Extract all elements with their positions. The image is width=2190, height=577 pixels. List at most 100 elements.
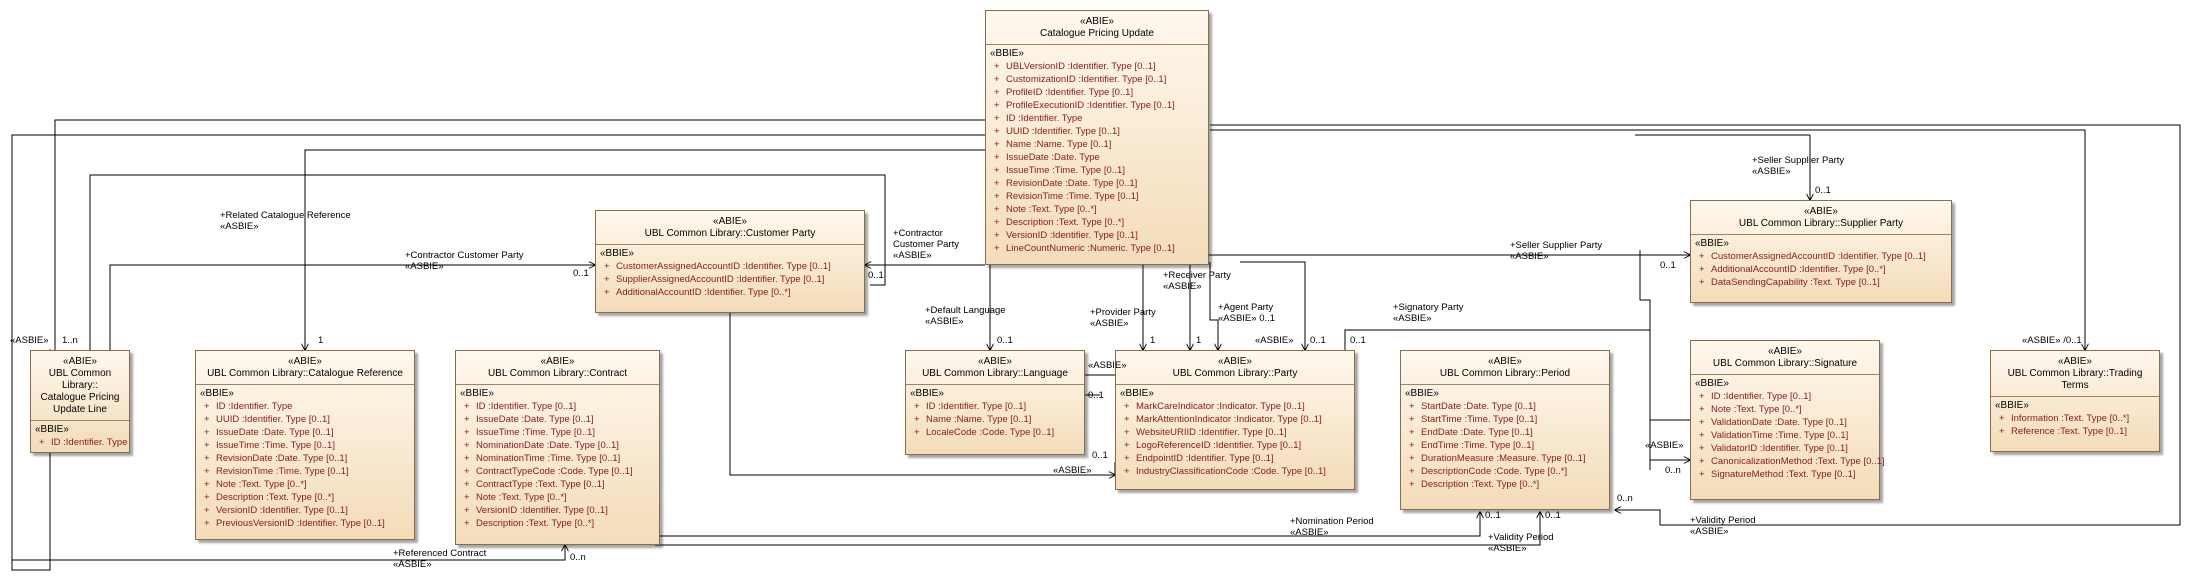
attribute-row: +DataSendingCapability :Text. Type [0..1…	[1699, 277, 1880, 288]
label-asbie: «ASBIE»	[1255, 335, 1294, 346]
mult-01: 0..1	[997, 335, 1013, 346]
mult-01: 0..1	[1088, 390, 1104, 401]
class-customer-party[interactable]: «ABIE» UBL Common Library::Customer Part…	[595, 210, 865, 313]
class-name: UBL Common Library::Contract	[487, 368, 628, 379]
class-stereotype: «ABIE»	[1768, 346, 1802, 357]
attribute-section-label: «BBIE»	[990, 48, 1024, 59]
attribute-section-label: «BBIE»	[35, 424, 69, 435]
attribute-row: +IssueDate :Date. Type [0..1]	[464, 414, 594, 425]
class-catalogue-pricing-update[interactable]: «ABIE» Catalogue Pricing Update «BBIE» +…	[985, 10, 1209, 265]
attribute-row: +ContractType :Text. Type [0..1]	[464, 479, 605, 490]
class-header: «ABIE» Catalogue Pricing Update	[986, 11, 1208, 45]
class-stereotype: «ABIE»	[63, 356, 97, 367]
class-stereotype: «ABIE»	[978, 356, 1012, 367]
mult-0n: 0..n	[1665, 465, 1681, 476]
attribute-row: +ID :Identifier. Type [0..1]	[1699, 391, 1812, 402]
class-header: «ABIE» UBL Common Library::Contract	[456, 351, 659, 385]
class-language[interactable]: «ABIE» UBL Common Library::Language «BBI…	[905, 350, 1085, 455]
attribute-row: +EndTime :Time. Type [0..1]	[1409, 440, 1535, 451]
label-validity-period: +Validity Period«ASBIE»	[1488, 532, 1554, 554]
attribute-row: +Note :Text. Type [0..*]	[1699, 404, 1802, 415]
class-period[interactable]: «ABIE» UBL Common Library::Period «BBIE»…	[1400, 350, 1610, 510]
label-asbie: «ASBIE»	[1088, 360, 1127, 371]
attribute-row: +ID :Identifier. Type	[994, 113, 1083, 124]
class-header: «ABIE» UBL Common Library::Catalogue Ref…	[196, 351, 414, 385]
attribute-row: +MarkCareIndicator :Indicator. Type [0..…	[1124, 401, 1305, 412]
attribute-row: +CustomerAssignedAccountID :Identifier. …	[604, 261, 831, 272]
attribute-row: +UUID :Identifier. Type [0..1]	[204, 414, 330, 425]
attribute-row: +ProfileID :Identifier. Type [0..1]	[994, 87, 1134, 98]
class-catalogue-reference[interactable]: «ABIE» UBL Common Library::Catalogue Ref…	[195, 350, 415, 540]
attribute-row: +Reference :Text. Type [0..1]	[1999, 426, 2127, 437]
attribute-row: +AdditionalAccountID :Identifier. Type […	[604, 287, 791, 298]
mult-0n: 0..n	[1617, 493, 1633, 504]
label-asbie-trading-terms: «ASBIE» /0..1	[2022, 335, 2082, 346]
attribute-row: +Name :Name. Type [0..1]	[994, 139, 1112, 150]
class-header: «ABIE» UBL Common Library::Party	[1116, 351, 1354, 385]
label-related-catalogue-reference: +Related Catalogue Reference«ASBIE»	[220, 210, 351, 232]
attribute-row: +ValidationDate :Date. Type [0..1]	[1699, 417, 1847, 428]
attribute-row: +CanonicalizationMethod :Text. Type [0..…	[1699, 456, 1885, 467]
class-name: UBL Common Library::Period	[1439, 368, 1571, 379]
class-header: «ABIE» UBL Common Library::Period	[1401, 351, 1609, 385]
class-catalogue-pricing-update-line[interactable]: «ABIE» UBL Common Library:: Catalogue Pr…	[30, 350, 130, 453]
mult-01: 0..1	[1310, 335, 1326, 346]
attribute-row: +Information :Text. Type [0..*]	[1999, 413, 2130, 424]
attribute-row: +DescriptionCode :Code. Type [0..*]	[1409, 466, 1568, 477]
attribute-row: +ValidationTime :Time. Type [0..1]	[1699, 430, 1849, 441]
attribute-row: +Note :Text. Type [0..*]	[994, 204, 1097, 215]
class-header: «ABIE» UBL Common Library::Supplier Part…	[1691, 201, 1951, 235]
attribute-row: +IndustryClassificationCode :Code. Type …	[1124, 466, 1326, 477]
class-trading-terms[interactable]: «ABIE» UBL Common Library::Trading Terms…	[1990, 350, 2160, 452]
attribute-row: +VersionID :Identifier. Type [0..1]	[464, 505, 608, 516]
attribute-row: +LineCountNumeric :Numeric. Type [0..1]	[994, 243, 1175, 254]
attribute-row: +Description :Text. Type [0..*]	[204, 492, 335, 503]
mult-01: 0..1	[1815, 185, 1831, 196]
attribute-row: +RevisionDate :Date. Type [0..1]	[204, 453, 348, 464]
label-asbie: «ASBIE»	[10, 335, 49, 346]
class-signature[interactable]: «ABIE» UBL Common Library::Signature «BB…	[1690, 340, 1885, 500]
mult-0n: 0..n	[570, 552, 586, 563]
mult-1n: 1..n	[62, 335, 78, 346]
attribute-row: +VersionID :Identifier. Type [0..1]	[204, 505, 348, 516]
attribute-row: +ValidatorID :Identifier. Type [0..1]	[1699, 443, 1848, 454]
attribute-row: +StartTime :Time. Type [0..1]	[1409, 414, 1538, 425]
attribute-row: +ContractTypeCode :Code. Type [0..1]	[464, 466, 633, 477]
attribute-section-label: «BBIE»	[1695, 378, 1729, 389]
class-party[interactable]: «ABIE» UBL Common Library::Party «BBIE» …	[1115, 350, 1355, 490]
class-stereotype: «ABIE»	[540, 356, 575, 367]
attribute-row: +LocaleCode :Code. Type [0..1]	[914, 427, 1055, 438]
label-asbie: «ASBIE»	[1053, 465, 1092, 476]
attribute-row: +ID :Identifier. Type [0..1]	[914, 401, 1027, 412]
mult-01: 0..1	[1485, 510, 1501, 521]
attribute-row: +VersionID :Identifier. Type [0..1]	[994, 230, 1138, 241]
mult-01: 0..1	[1092, 450, 1108, 461]
attribute-row: +UUID :Identifier. Type [0..1]	[994, 126, 1120, 137]
attribute-section-label: «BBIE»	[910, 388, 944, 399]
attribute-row: +Name :Name. Type [0..1]	[914, 414, 1032, 425]
attribute-row: +ID :Identifier. Type	[39, 437, 128, 448]
attribute-row: +Note :Text. Type [0..*]	[464, 492, 567, 503]
attribute-section-label: «BBIE»	[1120, 388, 1154, 399]
attribute-section-label: «BBIE»	[1695, 238, 1729, 249]
mult-01: 0..1	[1350, 335, 1366, 346]
attribute-row: +Note :Text. Type [0..*]	[204, 479, 307, 490]
wire-contractor-left	[109, 265, 595, 350]
class-contract[interactable]: «ABIE» UBL Common Library::Contract «BBI…	[455, 350, 660, 545]
label-asbie: «ASBIE»	[1645, 440, 1684, 451]
attribute-row: +RevisionTime :Time. Type [0..1]	[204, 466, 349, 477]
attribute-row: +EndpointID :Identifier. Type [0..1]	[1124, 453, 1274, 464]
label-validity-period-right: +Validity Period«ASBIE»	[1690, 515, 1756, 537]
attribute-row: +IssueTime :Time. Type [0..1]	[994, 165, 1125, 176]
class-name-line: Update Line	[53, 404, 107, 415]
mult-01: 0..1	[1545, 510, 1561, 521]
label-contractor-customer-party: +Contractor Customer Party«ASBIE»	[405, 250, 524, 272]
class-stereotype: «ABIE»	[288, 356, 322, 367]
class-stereotype: «ABIE»	[1218, 356, 1252, 367]
class-name: UBL Common Library::Customer Party	[644, 228, 816, 239]
class-supplier-party[interactable]: «ABIE» UBL Common Library::Supplier Part…	[1690, 200, 1952, 303]
label-referenced-contract: +Referenced Contract«ASBIE»	[393, 548, 487, 570]
attribute-section-label: «BBIE»	[600, 248, 634, 259]
label-seller-supplier-party-top: +Seller Supplier Party«ASBIE»	[1752, 155, 1845, 177]
label-nomination-period: +Nomination Period«ASBIE»	[1290, 516, 1374, 538]
